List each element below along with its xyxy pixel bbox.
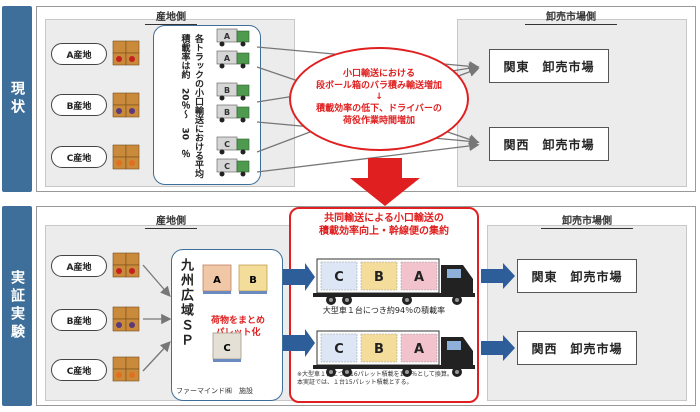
current-market-kanto: 関東 卸売市場 [489,49,609,83]
current-origin-a: A産地 [51,43,107,65]
trial-load-rate: 大型車１台につき約94％の積載率 [322,306,446,315]
trial-market-kanto: 関東 卸売市場 [517,259,637,293]
joint-title-line1: 共同輸送による小口輸送の [324,213,444,224]
trial-section-text: 実証実験 [9,270,25,342]
trial-crates-c [112,356,140,382]
note-line2: 本実証では、１台15パレット積載とする。 [297,378,413,386]
current-crates-c [112,144,140,170]
issue-line1: 小口輸送における [342,69,415,79]
pallet-c: C [212,332,242,362]
trial-origin-a: A産地 [51,255,107,277]
issue-arrow: ↓ [375,92,383,103]
current-section: 産地側 卸売市場側 A産地 B産地 C産地 各トラックの小口輸送における平均積載… [36,6,696,192]
small-truck-label-2: A [224,54,231,63]
small-truck-4: B [216,104,250,123]
small-truck-label-4: B [224,108,230,117]
trial-market-title: 卸売市場側 [541,212,633,229]
current-market-title: 卸売市場側 [525,8,617,25]
pallet-a: A [202,264,232,294]
transition-arrow-icon [350,158,420,206]
joint-transport-box: 共同輸送による小口輸送の 積載効率向上・幹線便の集約 大型車１台につき約94％の… [289,207,479,403]
bigTruck2-cargo-3: A [414,342,424,357]
pallet-a-label: A [213,275,221,286]
issue-line3: 積載効率の低下、ドライバーの [316,104,442,115]
small-truck-2: A [216,50,250,69]
small-truck-3: B [216,82,250,101]
trial-section: 産地側 卸売市場側 A産地 B産地 C産地 九州広域ＳＰ 荷物をまとめ パレット… [36,206,696,406]
bigTruck1-cargo-2: B [374,270,384,285]
trial-graphics: A B C C B A C B A [112,252,515,382]
current-origin-c: C産地 [51,146,107,168]
current-crates-a [112,40,140,66]
issue-line4: 荷役作業時間増加 [342,115,415,126]
trial-market-zone [487,225,687,401]
current-load-rate-text: 各トラックの小口輸送における平均積載率は約 20％～ 30 ％ [179,34,204,178]
current-section-label: 現状 [2,6,32,192]
market-arrow-top-icon [481,263,515,289]
current-trucks: A A B B C C [216,28,250,177]
hub-arrow-top-icon [283,263,315,291]
bigTruck2-cargo-2: B [374,342,384,357]
small-truck-6: C [216,158,250,177]
joint-title-line2: 積載効率向上・幹線便の集約 [319,226,449,237]
trial-origin-c: C産地 [51,359,107,381]
trial-origin-b: B産地 [51,309,107,331]
current-load-box: 各トラックの小口輸送における平均積載率は約 20％～ 30 ％ [153,25,261,185]
small-truck-label-1: A [224,32,231,41]
small-truck-label-3: B [224,86,230,95]
small-truck-5: C [216,136,250,155]
trial-origin-title: 産地側 [145,212,197,229]
pallet-b: B [238,264,268,294]
small-truck-1: A [216,28,250,47]
market-arrow-bottom-icon [481,335,515,361]
bigTruck1-cargo-3: A [414,270,424,285]
pallet-b-label: B [249,275,257,286]
note-line1: ※大型車１台につき16パレット積載を100％として換算。 [297,371,453,378]
hub-caption-line1: 荷物をまとめ [210,316,265,326]
trial-crates-a [112,252,140,278]
small-truck-label-5: C [224,140,230,149]
current-origin-b: B産地 [51,94,107,116]
hub-name: 九州広域ＳＰ [178,258,193,348]
bigTruck1-cargo-1: C [334,270,344,285]
facility-name: ファーマインド㈱ 施設 [176,387,253,395]
small-truck-label-6: C [224,162,230,171]
current-market-kansai: 関西 卸売市場 [489,127,609,161]
hub-arrow-bottom-icon [283,329,315,357]
current-issue-ellipse: 小口輸送における 段ボール箱のバラ積み輸送増加 ↓ 積載効率の低下、ドライバーの… [289,47,469,151]
trial-crates-b [112,306,140,332]
current-crates-b [112,92,140,118]
pallet-c-label: C [223,343,230,354]
trial-market-kansai: 関西 卸売市場 [517,331,637,365]
current-section-text: 現状 [9,81,25,117]
issue-line2: 段ボール箱のバラ積み輸送増加 [315,80,442,91]
bigTruck2-cargo-1: C [334,342,344,357]
current-origin-title: 産地側 [145,8,197,25]
trial-section-label: 実証実験 [2,206,32,406]
